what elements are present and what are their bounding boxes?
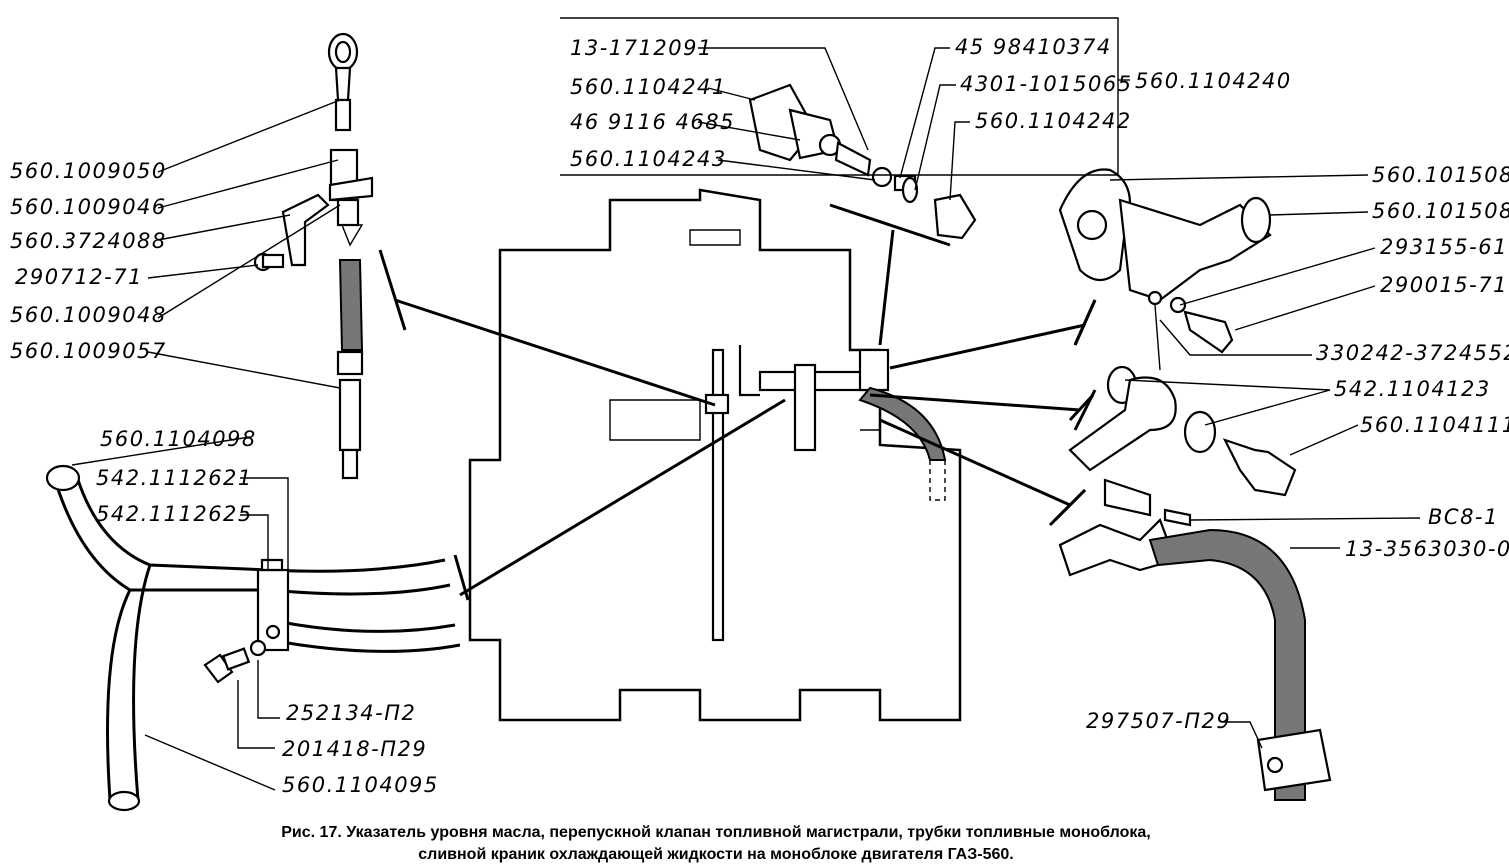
dipstick-tube-installed	[704, 348, 730, 642]
label-560-1009046: 560.1009046	[10, 195, 167, 219]
label-560-3724088: 560.3724088	[10, 229, 167, 253]
figure-caption: Рис. 17. Указатель уровня масла, перепус…	[281, 824, 1150, 863]
label-560-1009050: 560.1009050	[10, 159, 167, 183]
label-542-1112621: 542.1112621	[96, 466, 253, 490]
banjo-fitting	[1068, 365, 1297, 497]
label-vs8-1: ВС8-1	[1428, 505, 1499, 529]
label-560-1104111: 560.1104111	[1360, 413, 1509, 437]
leader-lines	[71, 47, 1421, 791]
bypass-valve	[748, 83, 977, 247]
label-560-1009048: 560.1009048	[10, 303, 167, 327]
connector-lines	[378, 229, 1097, 601]
bracket-bolt	[253, 252, 285, 272]
label-252134-p2: 252134-П2	[286, 701, 416, 725]
pipe-clamp	[256, 558, 290, 652]
part-labels: 560.1009050 560.1009046 560.3724088 2907…	[10, 35, 1509, 797]
label-560-1104242: 560.1104242	[975, 109, 1132, 133]
label-4301-1015065: 4301-1015065	[960, 72, 1133, 96]
label-290015-71: 290015-71	[1380, 273, 1508, 297]
label-542-1112625: 542.1112625	[96, 502, 253, 526]
label-560-1104095: 560.1104095	[282, 773, 439, 797]
label-297507-p29: 297507-П29	[1086, 709, 1231, 733]
label-560-1104098: 560.1104098	[100, 427, 257, 451]
label-46-9116-4685: 46 9116 4685	[570, 110, 735, 134]
dipstick-hose	[336, 259, 364, 480]
coolant-pipe-flange	[1058, 168, 1272, 371]
caption-line-1: Рис. 17. Указатель уровня масла, перепус…	[281, 824, 1150, 841]
label-560-1104243: 560.1104243	[570, 147, 727, 171]
label-13-1712091: 13-1712091	[570, 36, 713, 60]
label-293155-61: 293155-61	[1380, 235, 1508, 259]
label-560-1104241: 560.1104241	[570, 75, 727, 99]
label-201418-p29: 201418-П29	[282, 737, 427, 761]
label-13-3563030-01: 13-3563030-01	[1345, 537, 1509, 561]
label-45-98410374: 45 98410374	[955, 35, 1112, 59]
drain-cock	[1048, 478, 1192, 577]
coolant-hose	[1148, 528, 1332, 801]
engine-block-outline	[468, 188, 962, 722]
caption-line-2: сливной краник охлаждающей жидкости на м…	[418, 846, 1013, 863]
dipstick-bracket	[281, 193, 330, 267]
label-290712-71: 290712-71	[15, 265, 143, 289]
label-560-1009057: 560.1009057	[10, 339, 167, 363]
label-330242-3724552: 330242-3724552	[1316, 341, 1509, 365]
oil-dipstick	[327, 32, 374, 247]
clamp-bolt	[203, 639, 267, 684]
fuel-pipe-assembly	[738, 345, 947, 501]
label-542-1104123: 542.1104123	[1334, 377, 1491, 401]
label-560-1015082: 560.1015082	[1372, 199, 1509, 223]
label-560-1015083: 560.1015083	[1372, 163, 1509, 187]
label-560-1104240: 560.1104240	[1135, 69, 1292, 93]
